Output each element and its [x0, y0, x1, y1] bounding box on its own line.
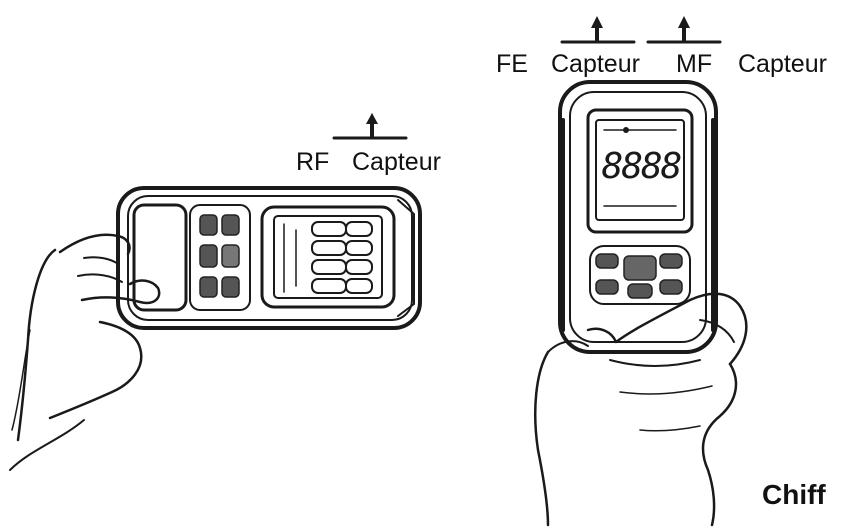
fe-capteur-label: Capteur [551, 50, 640, 78]
rf-prefix-label: RF [296, 148, 330, 176]
mf-prefix-label: MF [676, 50, 713, 78]
meter-display-digits: 8888 [601, 146, 683, 187]
rf-marker [332, 113, 408, 140]
vertical-meter [558, 80, 718, 354]
rf-capteur-label: Capteur [352, 148, 441, 176]
figure-caption: Chiff [762, 479, 826, 510]
mf-capteur-label: Capteur [738, 50, 827, 78]
mf-marker [646, 16, 722, 44]
horizontal-meter [116, 113, 422, 330]
left-hand [9, 233, 161, 471]
fe-marker [560, 16, 636, 44]
right-hand [534, 292, 748, 527]
fe-prefix-label: FE [496, 50, 528, 78]
